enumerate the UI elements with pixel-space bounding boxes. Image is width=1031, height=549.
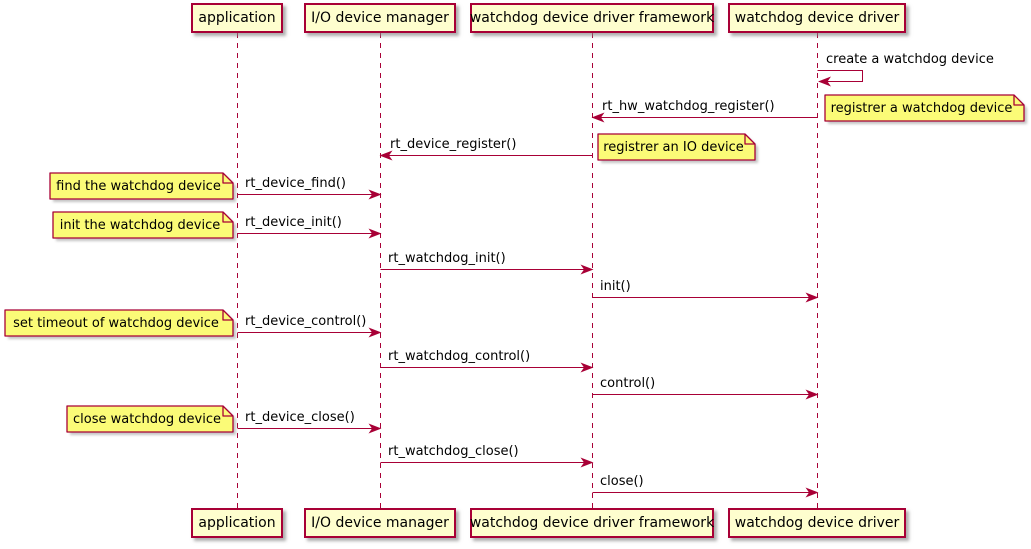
message-label: rt_watchdog_control() — [388, 349, 531, 364]
note-body — [597, 133, 756, 161]
participant-header-manager: I/O device manager — [304, 3, 456, 33]
message-label: create a watchdog device — [826, 52, 994, 67]
participant-footer-framework: watchdog device driver framework — [470, 508, 714, 538]
message-label: control() — [600, 376, 656, 391]
participant-footer-application: application — [191, 508, 283, 538]
note-text: set timeout of watchdog device — [13, 315, 219, 331]
note-body — [824, 94, 1025, 122]
note-fold — [1013, 95, 1024, 106]
messages-layer — [237, 70, 863, 498]
note-body — [52, 211, 234, 239]
note-text: close watchdog device — [73, 411, 221, 427]
participant-footer-driver: watchdog device driver — [728, 508, 906, 538]
note-body — [66, 405, 234, 433]
message-label: rt_device_control() — [245, 314, 367, 329]
message-label: rt_watchdog_init() — [388, 251, 506, 266]
note-text: find the watchdog device — [56, 178, 221, 194]
notes-layer — [4, 94, 1027, 435]
message-label: rt_device_close() — [245, 410, 355, 425]
note-fold — [744, 134, 755, 145]
message-label: rt_device_find() — [245, 176, 346, 191]
note-body — [4, 309, 234, 337]
message-label: close() — [600, 474, 644, 489]
participant-header-framework: watchdog device driver framework — [470, 3, 714, 33]
participant-header-driver: watchdog device driver — [728, 3, 906, 33]
participant-footer-manager: I/O device manager — [304, 508, 456, 538]
note-fold — [222, 406, 233, 417]
message-label: rt_hw_watchdog_register() — [602, 99, 775, 114]
note-body — [49, 172, 234, 200]
note-text: registrer an IO device — [603, 139, 744, 155]
message-arrow-self — [817, 70, 863, 87]
message-label: init() — [600, 279, 631, 294]
message-label: rt_device_register() — [390, 137, 517, 152]
note-fold — [222, 173, 233, 184]
note-fold — [222, 310, 233, 321]
message-label: rt_device_init() — [245, 215, 342, 230]
note-text: init the watchdog device — [59, 217, 221, 233]
message-label: rt_watchdog_close() — [388, 444, 519, 459]
note-fold — [222, 212, 233, 223]
note-text: registrer a watchdog device — [830, 100, 1013, 116]
participant-header-application: application — [191, 3, 283, 33]
